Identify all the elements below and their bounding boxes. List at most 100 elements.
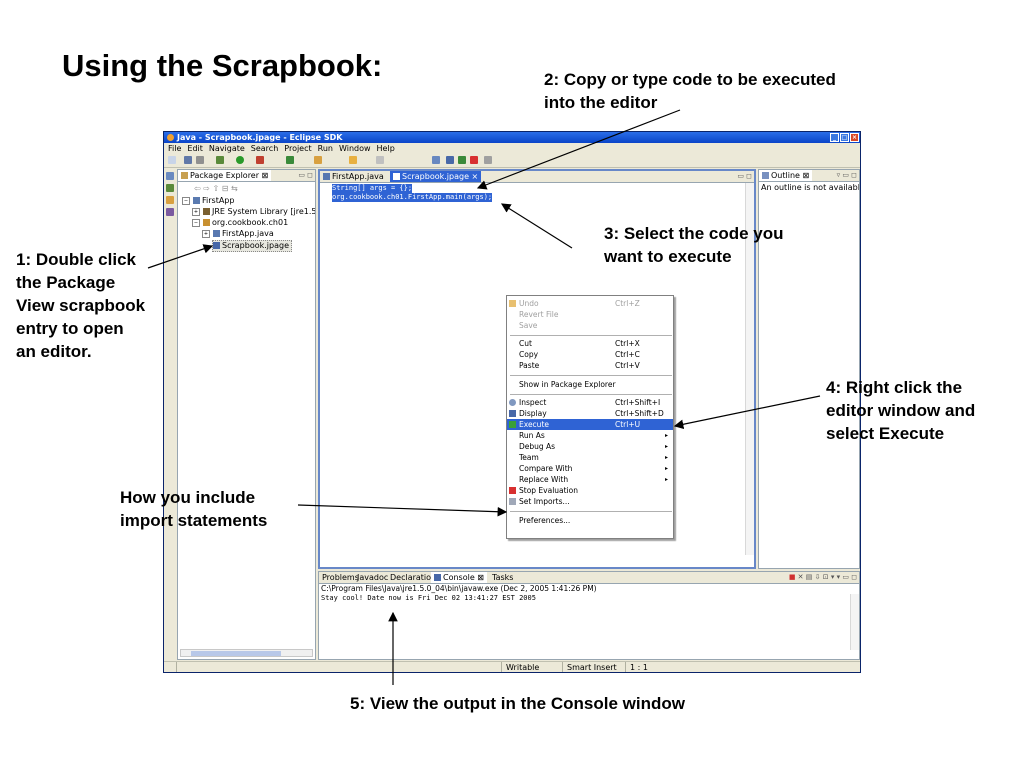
tab-firstapp-java[interactable]: FirstApp.java	[320, 171, 387, 182]
tab-declaration[interactable]: Declaration	[390, 573, 437, 582]
menu-item-team[interactable]: Team▸	[507, 452, 673, 463]
menu-item-preferences[interactable]: Preferences...	[507, 515, 673, 526]
menu-item-label: Save	[519, 321, 538, 330]
expand-icon[interactable]: +	[192, 207, 200, 216]
menu-search[interactable]: Search	[250, 144, 279, 153]
code-line[interactable]: String[] args = {};	[332, 184, 413, 193]
tab-problems[interactable]: Problems	[322, 573, 359, 582]
up-nav-icon[interactable]: ⇧	[212, 184, 220, 193]
tree-item-label: org.cookbook.ch01	[212, 218, 289, 227]
forward-icon[interactable]	[376, 156, 384, 164]
display-console-icon[interactable]: ▾	[830, 573, 835, 581]
menu-item-label: Debug As	[519, 442, 556, 451]
external-tools-icon[interactable]	[256, 156, 264, 164]
status-insert-mode: Smart Insert	[562, 662, 617, 672]
open-type-icon[interactable]	[314, 156, 322, 164]
new-class-icon[interactable]	[286, 156, 294, 164]
java-perspective-icon[interactable]	[166, 208, 174, 216]
stop-icon[interactable]	[470, 156, 478, 164]
menu-project[interactable]: Project	[284, 144, 312, 153]
arrow-step2	[476, 109, 681, 190]
resource-perspective-icon[interactable]	[166, 196, 174, 204]
terminate-icon[interactable]: ■	[788, 573, 796, 581]
pane-controls[interactable]: ▭ ◻	[298, 171, 313, 179]
tab-javadoc[interactable]: Javadoc	[357, 573, 389, 582]
debug-perspective-icon[interactable]	[166, 184, 174, 192]
vertical-scrollbar[interactable]	[745, 183, 754, 555]
status-writable: Writable	[501, 662, 539, 672]
collapse-all-icon[interactable]: ⊟	[221, 184, 229, 193]
tab-tasks[interactable]: Tasks	[492, 573, 514, 582]
horizontal-scrollbar[interactable]	[180, 649, 313, 657]
window-title: Java - Scrapbook.jpage - Eclipse SDK	[177, 133, 343, 142]
menu-window[interactable]: Window	[338, 144, 371, 153]
minimize-icon[interactable]: _	[830, 133, 839, 142]
menu-item-debug-as[interactable]: Debug As▸	[507, 441, 673, 452]
tree-item-scrapbook[interactable]: Scrapbook.jpage	[212, 240, 292, 252]
menu-run[interactable]: Run	[317, 144, 333, 153]
callout-step3: 3: Select the code you want to execute	[604, 224, 784, 266]
menu-navigate[interactable]: Navigate	[208, 144, 245, 153]
run-icon[interactable]	[236, 156, 244, 164]
inspect-icon[interactable]	[432, 156, 440, 164]
menu-item-revert-file[interactable]: Revert File	[507, 309, 673, 320]
menu-item-label: Copy	[519, 350, 539, 359]
set-imports-icon[interactable]	[484, 156, 492, 164]
new-icon[interactable]	[168, 156, 176, 164]
outline-icon	[762, 172, 769, 179]
back-nav-icon[interactable]: ⇦	[194, 184, 201, 193]
expand-icon[interactable]: +	[202, 229, 210, 238]
close-icon[interactable]: ×	[850, 133, 859, 142]
pane-controls[interactable]: ▭ ◻	[737, 172, 752, 180]
scrollbar-thumb[interactable]	[191, 651, 281, 656]
console-scrollbar[interactable]	[850, 594, 859, 650]
menu-item-save[interactable]: Save	[507, 320, 673, 331]
tab-console[interactable]: Console ⊠	[431, 572, 488, 583]
pane-controls[interactable]: ▿ ▭ ◻	[836, 171, 857, 179]
pin-console-icon[interactable]: ⊡	[822, 573, 829, 581]
menu-file[interactable]: File	[168, 144, 182, 153]
debug-icon[interactable]	[216, 156, 224, 164]
tree-item-package[interactable]: − org.cookbook.ch01	[192, 218, 288, 228]
menu-item-stop-evaluation[interactable]: Stop Evaluation	[507, 485, 673, 496]
tree-item-jre-library[interactable]: +JRE System Library [jre1.5.0	[192, 207, 315, 217]
menu-item-accel: Ctrl+U	[615, 420, 641, 429]
collapse-icon[interactable]: −	[182, 196, 190, 205]
console-output[interactable]: Stay cool! Date now is Fri Dec 02 13:41:…	[321, 594, 536, 602]
tree-item-firstapp[interactable]: −FirstApp	[182, 196, 234, 206]
menu-item-replace-with[interactable]: Replace With▸	[507, 474, 673, 485]
scroll-lock-icon[interactable]: ⇩	[814, 573, 821, 581]
menu-item-show-in-package-explorer[interactable]: Show in Package Explorer	[507, 379, 673, 390]
tab-outline[interactable]: Outline ⊠	[759, 170, 813, 181]
tab-scrapbook-jpage[interactable]: Scrapbook.jpage ×	[390, 171, 482, 182]
remove-launch-icon[interactable]: ✕	[797, 573, 804, 581]
perspective-icon[interactable]	[166, 172, 174, 180]
collapse-icon[interactable]: −	[192, 218, 200, 227]
maximize-icon[interactable]: □	[840, 133, 849, 142]
display-icon[interactable]	[446, 156, 454, 164]
callout-step1: 1: Double click the Package View scrapbo…	[16, 250, 146, 361]
execute-icon[interactable]	[458, 156, 466, 164]
back-icon[interactable]	[349, 156, 357, 164]
code-line[interactable]: org.cookbook.ch01.FirstApp.main(args);	[332, 193, 493, 202]
tab-package-explorer[interactable]: Package Explorer ⊠	[178, 170, 272, 181]
open-console-icon[interactable]: ▾	[836, 573, 841, 581]
menu-item-set-imports[interactable]: Set Imports...	[507, 496, 673, 507]
print-icon[interactable]	[196, 156, 204, 164]
save-icon[interactable]	[184, 156, 192, 164]
tree-item-firstapp-java[interactable]: +FirstApp.java	[202, 229, 274, 239]
clear-console-icon[interactable]: ▤	[805, 573, 813, 581]
menu-item-compare-with[interactable]: Compare With▸	[507, 463, 673, 474]
menu-help[interactable]: Help	[376, 144, 395, 153]
link-editor-icon[interactable]: ⇆	[231, 184, 238, 193]
menu-item-run-as[interactable]: Run As▸	[507, 430, 673, 441]
menu-edit[interactable]: Edit	[187, 144, 203, 153]
forward-nav-icon[interactable]: ⇨	[203, 184, 210, 193]
